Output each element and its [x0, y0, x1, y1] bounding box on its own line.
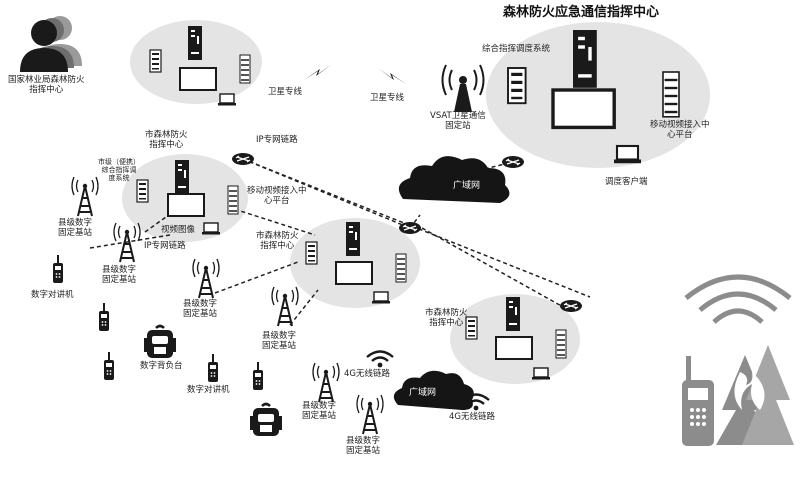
- backpack-radio-icon: [248, 402, 284, 438]
- server-icon: [227, 185, 239, 215]
- lightning-icon: [378, 68, 406, 84]
- walkie-talkie-icon: [104, 352, 114, 380]
- server-icon: [661, 70, 681, 119]
- server-icon: [465, 316, 478, 340]
- people-icon: [20, 16, 82, 72]
- router-icon: [231, 152, 255, 166]
- national-center-zone: [130, 20, 262, 104]
- national-center-label: 国家林业局森林防火指挥中心: [8, 75, 85, 95]
- walkie-talkie-icon: [99, 303, 109, 331]
- county-station-label: 县级数字固定基站: [102, 265, 137, 285]
- lightning-icon: [304, 64, 332, 80]
- dispatch-system-label: 综合指挥调度系统: [482, 44, 551, 54]
- walkie-talkie-icon: [208, 354, 218, 382]
- city-center-label: 市森林防火指挥中心: [425, 308, 468, 328]
- city-center-label: 市森林防火指挥中心: [145, 130, 188, 150]
- county-station-label: 县级数字固定基站: [58, 218, 93, 238]
- server-icon: [136, 179, 149, 203]
- ip-link-label: IP专网链路: [256, 135, 298, 145]
- router-icon: [398, 221, 422, 235]
- antenna-tower-icon: [356, 394, 384, 435]
- mobile-video-platform-label: 移动视频接入中心平台: [650, 120, 710, 140]
- monitor-icon: [335, 261, 373, 285]
- server-icon: [506, 297, 520, 331]
- backpack-label: 数字背负台: [140, 361, 183, 371]
- county-dispatch-label: 市级（便携）综合指挥调度系统: [98, 158, 140, 183]
- satellite-dish-icon: [441, 64, 485, 112]
- server-icon: [573, 30, 597, 88]
- walkie-label: 数字对讲机: [187, 385, 230, 395]
- ip-link-label: IP专网链路: [144, 241, 186, 251]
- antenna-tower-icon: [312, 362, 340, 403]
- county-station-label: 县级数字固定基站: [262, 331, 297, 351]
- laptop-icon: [371, 291, 391, 305]
- monitor-icon: [179, 67, 217, 91]
- county-station-label: 县级数字固定基站: [183, 299, 218, 319]
- server-icon: [175, 160, 189, 194]
- dispatch-client-label: 调度客户端: [605, 177, 648, 187]
- county-station-label: 县级数字固定基站: [346, 436, 381, 456]
- link-4g-label: 4G无线链路: [449, 412, 495, 422]
- walkie-label: 数字对讲机: [31, 290, 74, 300]
- server-icon: [507, 67, 527, 105]
- monitor-icon: [551, 88, 616, 130]
- walkie-talkie-icon: [253, 362, 263, 390]
- wan-label: 广域网: [453, 181, 481, 191]
- router-icon: [559, 299, 583, 313]
- server-icon: [188, 26, 202, 60]
- backpack-radio-icon: [142, 324, 178, 360]
- laptop-icon: [217, 93, 237, 107]
- laptop-icon: [201, 222, 221, 236]
- walkie-talkie-icon: [53, 255, 63, 283]
- antenna-tower-icon: [71, 176, 99, 217]
- fire-trees-icon: [682, 274, 794, 446]
- video-image-label: 视频图像: [161, 225, 196, 235]
- antenna-tower-icon: [192, 258, 220, 299]
- laptop-icon: [531, 367, 551, 381]
- cloud-icon: [398, 156, 510, 203]
- city-center-label: 市森林防火指挥中心: [256, 231, 299, 251]
- server-icon: [395, 253, 407, 283]
- satellite-link-label: 卫星专线: [370, 93, 405, 103]
- server-icon: [149, 49, 162, 73]
- monitor-icon: [167, 193, 205, 217]
- monitor-icon: [495, 336, 533, 360]
- link-4g-label: 4G无线链路: [344, 369, 390, 379]
- cloud-icon: [393, 370, 474, 410]
- server-icon: [305, 241, 318, 265]
- server-icon: [555, 329, 567, 359]
- county-station-label: 县级数字固定基站: [302, 401, 337, 421]
- laptop-icon: [612, 144, 643, 165]
- wan-label: 广域网: [409, 388, 437, 398]
- vsat-station-label: VSAT卫星通信固定站: [430, 111, 486, 131]
- server-icon: [346, 222, 360, 256]
- server-icon: [239, 54, 251, 84]
- page-title: 森林防火应急通信指挥中心: [503, 5, 660, 20]
- antenna-tower-icon: [271, 286, 299, 327]
- wifi-icon: [365, 350, 395, 369]
- mobile-video-platform-label: 移动视频接入中心平台: [247, 186, 307, 206]
- satellite-link-label: 卫星专线: [268, 87, 303, 97]
- router-icon: [501, 155, 525, 169]
